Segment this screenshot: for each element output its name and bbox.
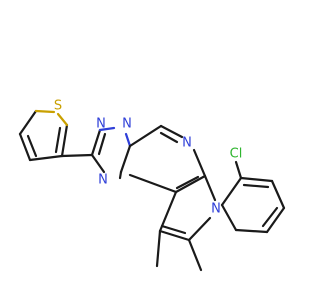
atom-n-triazole-top-left: N [96, 117, 106, 132]
chlorophenyl-ring [220, 160, 286, 234]
thienyl-triazole-bond [60, 153, 94, 158]
methyl-bond-left [155, 229, 162, 268]
molecule-structure: S Cl N N N N N [18, 99, 286, 272]
atom-s: S [54, 99, 62, 114]
methyl-bond-right [187, 238, 203, 272]
pyrimidine-ring [128, 124, 207, 194]
thiophene-ring [18, 109, 69, 162]
atom-n-pyrimidine: N [182, 136, 192, 151]
triazole-ring [90, 126, 132, 180]
atom-n-triazole-left: N [98, 173, 108, 188]
atom-n-triazole-top-right: N [122, 117, 132, 132]
pyrrole-ring [158, 174, 217, 242]
atom-n-pyrrole: N [211, 202, 221, 217]
atom-cl: Cl [230, 147, 243, 162]
